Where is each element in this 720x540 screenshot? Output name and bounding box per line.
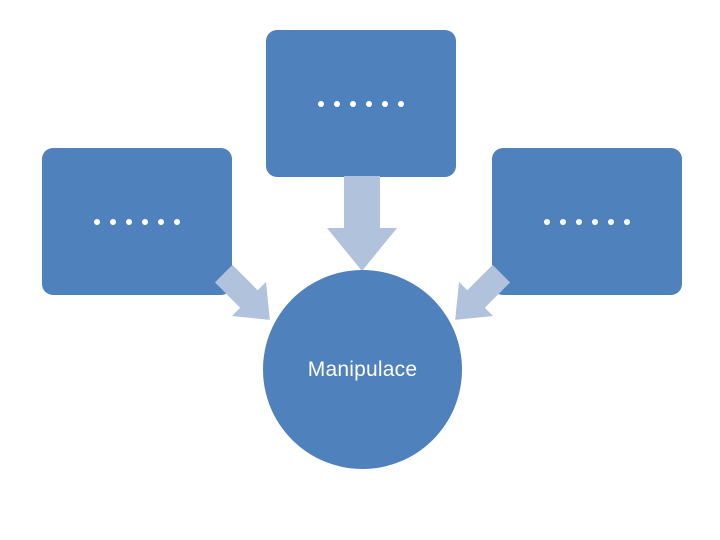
center-circle-node[interactable]: Manipulace [263, 270, 462, 469]
arrow-down-icon [326, 176, 398, 272]
node-box-top[interactable] [266, 30, 456, 177]
redacted-dots-left [94, 218, 180, 225]
dot [544, 218, 550, 225]
dot [608, 218, 614, 225]
node-box-left[interactable] [42, 148, 232, 295]
dot [576, 218, 582, 225]
dot [142, 218, 148, 225]
dot [94, 218, 100, 225]
dot [398, 100, 404, 107]
redacted-dots-top [318, 100, 404, 107]
dot [334, 100, 340, 107]
dot [366, 100, 372, 107]
dot [592, 218, 598, 225]
dot [382, 100, 388, 107]
center-circle-label: Manipulace [307, 357, 418, 381]
dot [158, 218, 164, 225]
arrow-down-left-icon [445, 264, 511, 330]
dot [318, 100, 324, 107]
dot [110, 218, 116, 225]
dot [174, 218, 180, 225]
dot [126, 218, 132, 225]
redacted-dots-right [544, 218, 630, 225]
arrow-down-right-icon [214, 264, 280, 330]
dot [560, 218, 566, 225]
dot [624, 218, 630, 225]
node-box-right[interactable] [492, 148, 682, 295]
dot [350, 100, 356, 107]
